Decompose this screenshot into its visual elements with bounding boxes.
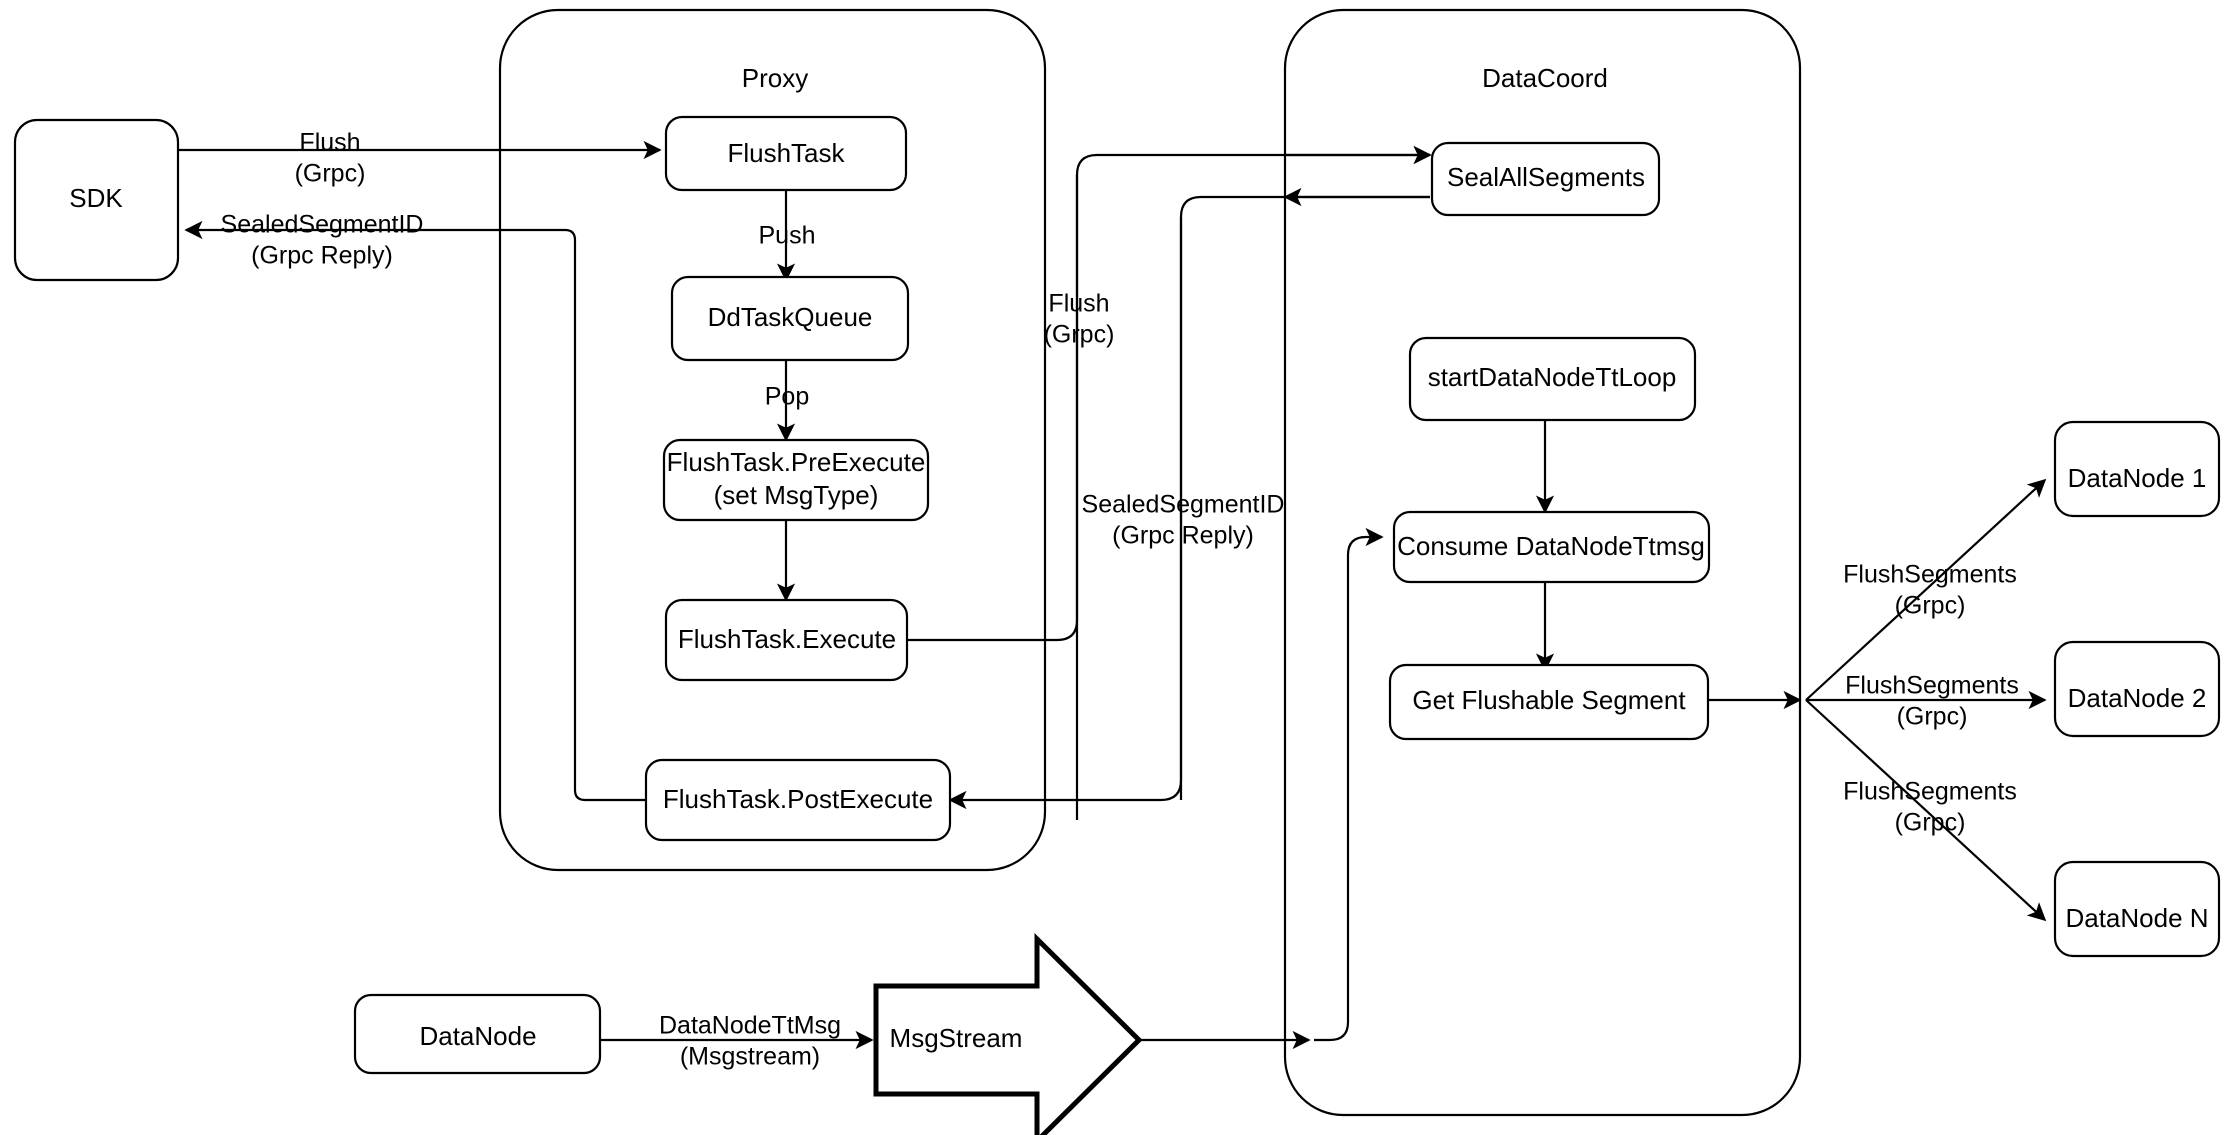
node-msgstream[interactable]: MsgStream bbox=[873, 933, 1143, 1135]
label-flushsegments-1-line2: (Grpc) bbox=[1895, 592, 1966, 620]
node-datanode-bottom-label: DataNode bbox=[419, 1021, 536, 1051]
node-datanode-2[interactable]: DataNode 2 bbox=[2053, 640, 2221, 738]
node-sealallsegments[interactable]: SealAllSegments bbox=[1430, 141, 1661, 217]
edge-postexecute-to-sdk bbox=[184, 220, 646, 802]
node-flushtask-preexecute-rect[interactable] bbox=[662, 438, 930, 522]
container-datacoord bbox=[1283, 8, 1802, 1117]
node-datanode-n-rect[interactable] bbox=[2053, 860, 2221, 958]
node-datanode-n[interactable]: DataNode N bbox=[2053, 860, 2221, 958]
node-datanode-bottom-rect[interactable] bbox=[353, 993, 602, 1075]
node-consume-datanodettmsg-label: Consume DataNodeTtmsg bbox=[1397, 531, 1705, 561]
label-flushsegments-3: FlushSegments (Grpc) bbox=[1843, 778, 2017, 837]
label-flushsegments-3-line1: FlushSegments bbox=[1843, 778, 2017, 806]
node-flushtask-execute-rect[interactable] bbox=[664, 598, 909, 682]
label-sealedsegmentid-mid-line1: SealedSegmentID bbox=[1082, 491, 1285, 519]
label-sealedsegmentid-sdk: SealedSegmentID (Grpc Reply) bbox=[221, 211, 424, 270]
node-datanode-bottom[interactable]: DataNode bbox=[353, 993, 602, 1075]
node-datanode-n-label: DataNode N bbox=[2065, 903, 2208, 933]
node-sealallsegments-label: SealAllSegments bbox=[1447, 162, 1645, 192]
label-push: Push bbox=[759, 222, 816, 250]
label-flush-grpc-sdk-line1: Flush bbox=[299, 129, 360, 157]
node-flushtask-postexecute[interactable]: FlushTask.PostExecute bbox=[644, 758, 952, 842]
node-get-flushable-segment-rect[interactable] bbox=[1388, 663, 1710, 741]
node-datanode-2-label: DataNode 2 bbox=[2068, 683, 2207, 713]
node-sealallsegments-rect[interactable] bbox=[1430, 141, 1661, 217]
node-msgstream-shape[interactable] bbox=[873, 933, 1143, 1135]
container-proxy bbox=[498, 8, 1047, 872]
label-flushsegments-1-line1: FlushSegments bbox=[1843, 561, 2017, 589]
node-datanode-1[interactable]: DataNode 1 bbox=[2053, 420, 2221, 518]
label-flushsegments-3-line2: (Grpc) bbox=[1895, 809, 1966, 837]
edge-execute-to-datacoord bbox=[907, 145, 1432, 642]
label-flush-grpc-sdk-line2: (Grpc) bbox=[295, 160, 366, 188]
label-flush-grpc-mid-line2: (Grpc) bbox=[1044, 321, 1115, 349]
label-datanodettmsg: DataNodeTtMsg (Msgstream) bbox=[659, 1012, 841, 1071]
label-sealedsegmentid-mid-line2: (Grpc Reply) bbox=[1112, 522, 1254, 550]
node-ddtaskqueue[interactable]: DdTaskQueue bbox=[670, 275, 910, 362]
node-datanode-1-rect[interactable] bbox=[2053, 420, 2221, 518]
label-sealedsegmentid-sdk-line1: SealedSegmentID bbox=[221, 211, 424, 239]
node-msgstream-label: MsgStream bbox=[890, 1023, 1023, 1053]
label-flushsegments-2: FlushSegments (Grpc) bbox=[1845, 672, 2019, 731]
node-flushtask-label: FlushTask bbox=[727, 138, 845, 168]
node-flushtask-postexecute-label: FlushTask.PostExecute bbox=[663, 784, 933, 814]
node-flushtask-execute[interactable]: FlushTask.Execute bbox=[664, 598, 909, 682]
container-proxy-title: Proxy bbox=[742, 63, 808, 93]
node-sdk-rect[interactable] bbox=[13, 118, 180, 282]
container-datacoord-title: DataCoord bbox=[1482, 63, 1608, 93]
node-flushtask-preexecute[interactable]: FlushTask.PreExecute (set MsgType) bbox=[662, 438, 930, 522]
node-sdk[interactable]: SDK bbox=[13, 118, 180, 282]
node-flushtask-execute-label: FlushTask.Execute bbox=[678, 624, 896, 654]
node-flushtask-rect[interactable] bbox=[664, 115, 908, 192]
edge-datacoord-internal-tt-riser bbox=[1314, 527, 1384, 1042]
node-startdatanodettloop-label: startDataNodeTtLoop bbox=[1428, 362, 1677, 392]
node-datanode-1-label: DataNode 1 bbox=[2068, 463, 2207, 493]
label-pop: Pop bbox=[765, 383, 809, 411]
node-ddtaskqueue-label: DdTaskQueue bbox=[708, 302, 873, 332]
label-flush-grpc-mid-line1: Flush bbox=[1048, 290, 1109, 318]
edge-hub-to-datanoden bbox=[1805, 699, 2047, 922]
label-sealedsegmentid-mid: SealedSegmentID (Grpc Reply) bbox=[1082, 491, 1285, 550]
node-sdk-label: SDK bbox=[69, 183, 123, 213]
edge-hub-to-datanode1 bbox=[1805, 478, 2047, 701]
label-flushsegments-2-line1: FlushSegments bbox=[1845, 672, 2019, 700]
node-get-flushable-segment-label: Get Flushable Segment bbox=[1412, 685, 1686, 715]
node-get-flushable-segment[interactable]: Get Flushable Segment bbox=[1388, 663, 1710, 741]
label-flushsegments-1: FlushSegments (Grpc) bbox=[1843, 561, 2017, 620]
node-flushtask-preexecute-label-line2: (set MsgType) bbox=[714, 480, 879, 510]
node-consume-datanodettmsg-rect[interactable] bbox=[1392, 510, 1711, 584]
node-flushtask[interactable]: FlushTask bbox=[664, 115, 908, 192]
label-datanodettmsg-line1: DataNodeTtMsg bbox=[659, 1012, 841, 1040]
node-flushtask-postexecute-rect[interactable] bbox=[644, 758, 952, 842]
label-sealedsegmentid-sdk-line2: (Grpc Reply) bbox=[251, 242, 393, 270]
label-flush-grpc-mid: Flush (Grpc) bbox=[1044, 290, 1115, 349]
label-flushsegments-2-line2: (Grpc) bbox=[1897, 703, 1968, 731]
node-startdatanodettloop-rect[interactable] bbox=[1408, 336, 1697, 422]
node-ddtaskqueue-rect[interactable] bbox=[670, 275, 910, 362]
node-flushtask-preexecute-label-line1: FlushTask.PreExecute bbox=[667, 447, 926, 477]
label-flush-grpc-sdk: Flush (Grpc) bbox=[295, 129, 366, 188]
node-startdatanodettloop[interactable]: startDataNodeTtLoop bbox=[1408, 336, 1697, 422]
label-datanodettmsg-line2: (Msgstream) bbox=[680, 1043, 820, 1071]
node-datanode-2-rect[interactable] bbox=[2053, 640, 2221, 738]
node-consume-datanodettmsg[interactable]: Consume DataNodeTtmsg bbox=[1392, 510, 1711, 584]
